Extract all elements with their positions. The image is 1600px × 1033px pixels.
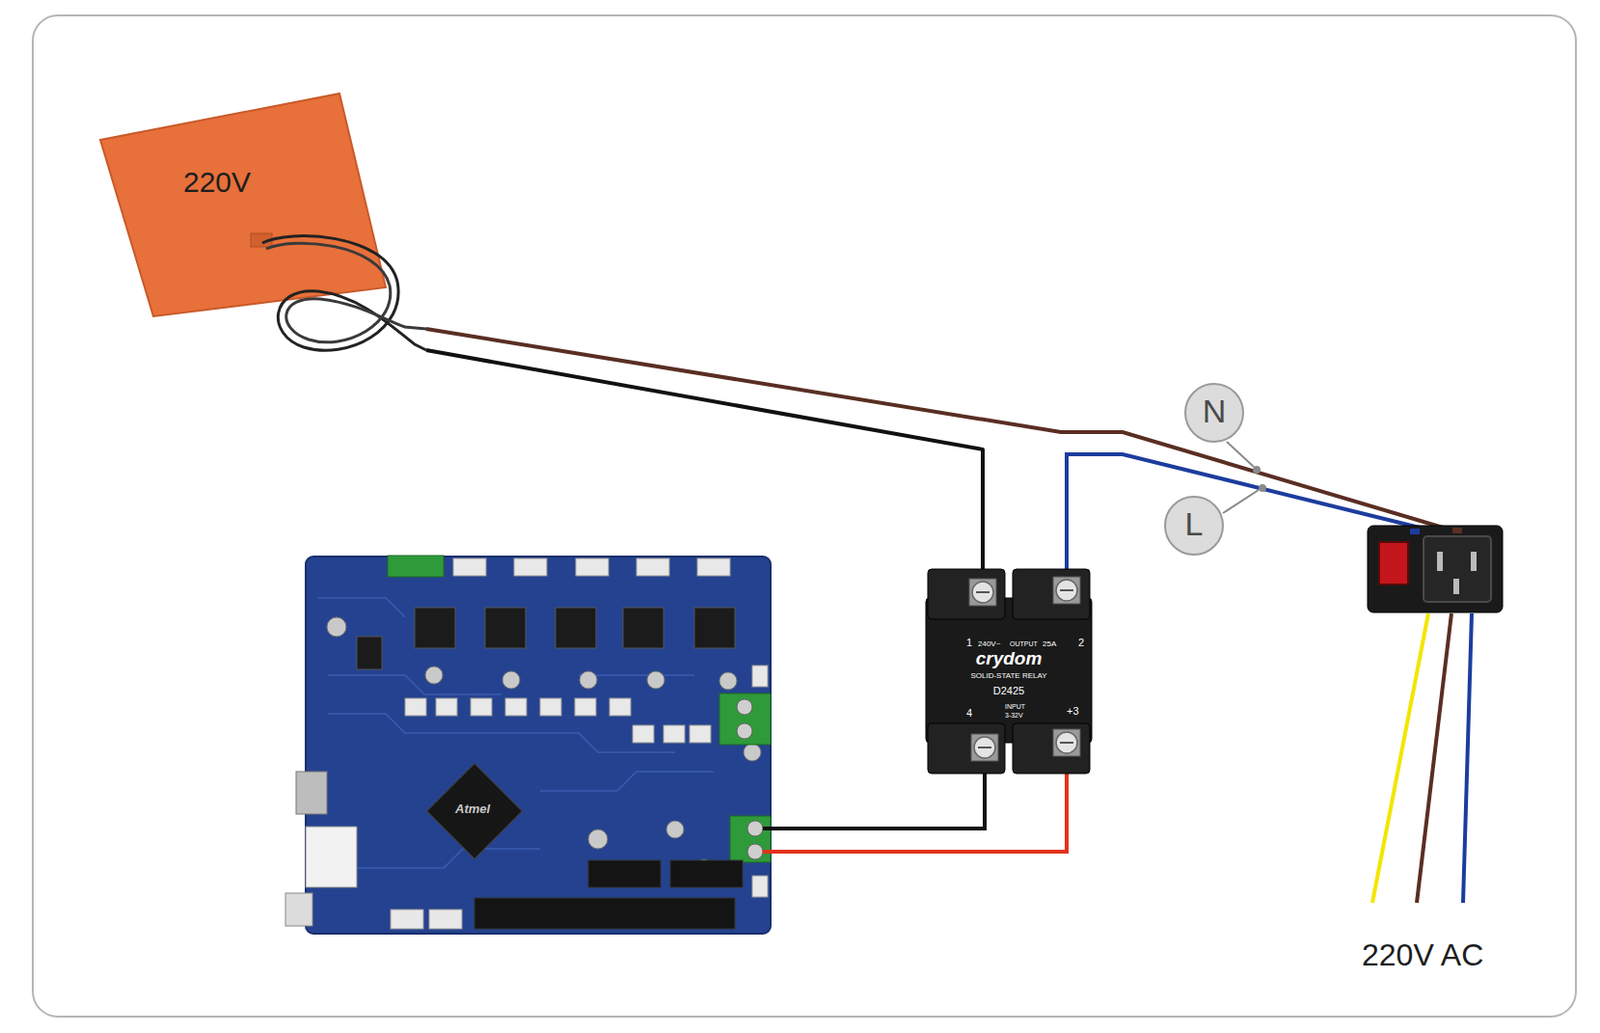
- label-text: INPUT: [1004, 703, 1026, 711]
- screw: [747, 843, 763, 860]
- pin-header: [588, 860, 661, 888]
- leader-dot: [1258, 484, 1267, 492]
- wire-connector: [426, 350, 983, 570]
- power-switch: [1379, 542, 1409, 585]
- leader-dot: [1252, 465, 1261, 474]
- blue-wire: [1463, 613, 1472, 903]
- socket-pin: [1453, 578, 1460, 595]
- wifi-module: [305, 826, 357, 888]
- callout-circle: L: [1163, 494, 1225, 557]
- terminal-block: [719, 693, 771, 745]
- label-text: 3-32V: [1004, 711, 1024, 720]
- iec-socket: [1423, 536, 1492, 602]
- terminal: [1410, 528, 1420, 535]
- node-text: D2425: [962, 684, 1056, 698]
- pin-header: [474, 897, 735, 929]
- yellow-wire: [1372, 613, 1429, 903]
- label-text: Atmel: [455, 802, 490, 817]
- label-text: 240V~: [977, 639, 1001, 649]
- leader-line: [1226, 441, 1254, 467]
- callout-circle: N: [1183, 381, 1246, 444]
- main-chip: [427, 763, 523, 860]
- capacitors: [326, 617, 761, 877]
- label-text: +3: [1066, 705, 1080, 718]
- pin-header: [670, 860, 743, 888]
- label-text: 2: [1078, 636, 1085, 650]
- socket-pin: [1437, 551, 1443, 571]
- power-inlet: [1367, 525, 1503, 903]
- socket-pin: [1470, 551, 1477, 571]
- node-text: L: [1163, 505, 1225, 543]
- node-text: crydom: [950, 648, 1067, 670]
- leader-line: [1222, 489, 1259, 514]
- usb-port: [285, 893, 313, 926]
- brown-wire: [426, 328, 1460, 533]
- heater-pad-shape: [100, 93, 386, 317]
- controller-board: [285, 541, 776, 948]
- label-text: OUTPUT: [1009, 640, 1038, 649]
- label-text: 220V AC: [1361, 937, 1484, 974]
- sd-card: [296, 771, 327, 814]
- node-text: N: [1183, 392, 1246, 431]
- frame: [32, 15, 1576, 1017]
- node-text: SOLID-STATE RELAY: [941, 671, 1077, 680]
- driver-chips: [356, 607, 735, 670]
- label-text: 4: [966, 706, 973, 720]
- label-text: 1: [966, 636, 973, 650]
- connectors: [390, 558, 768, 929]
- brown-wire: [1416, 613, 1452, 903]
- relay-body: [925, 569, 1092, 774]
- terminal: [1452, 527, 1463, 534]
- node-text: 220V: [183, 165, 251, 200]
- inlet-body: [1367, 525, 1503, 613]
- board-photo-ground: [285, 541, 776, 948]
- label-text: 25A: [1042, 639, 1057, 649]
- pcb-traces: [318, 597, 714, 868]
- terminal-block: [730, 815, 771, 863]
- screw: [736, 723, 753, 739]
- solid-state-relay: crydomSOLID-STATE RELAY D2425: [923, 569, 1094, 774]
- heater-cable: [266, 243, 427, 343]
- screw: [747, 820, 763, 837]
- heater-pad: 220V: [96, 88, 427, 364]
- node-outline: [96, 88, 427, 364]
- terminal-block: [387, 555, 444, 577]
- screw: [736, 699, 753, 715]
- heater-cable: [262, 236, 427, 352]
- pcb: [305, 556, 771, 934]
